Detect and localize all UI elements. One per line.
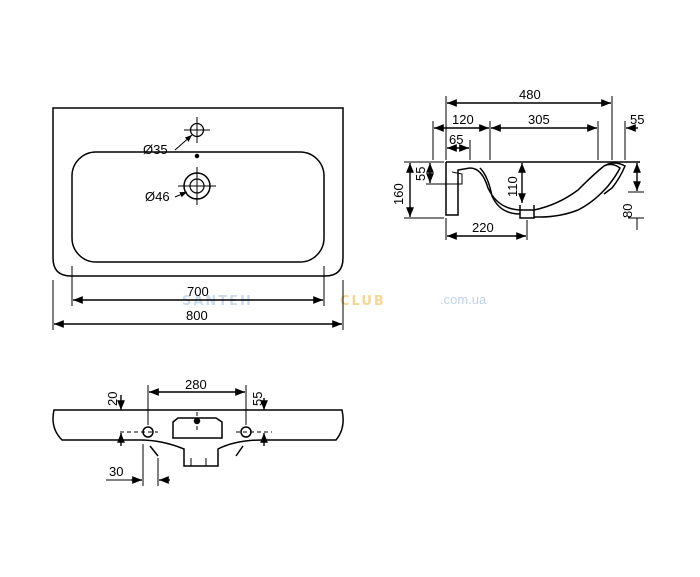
dim-width-inner: 700 [187,284,209,299]
rear-view [52,409,344,467]
basin-bowl [71,151,325,263]
overflow-mark [194,153,200,159]
dim-edge-offset: 30 [109,464,123,479]
side-back-wall [445,162,471,216]
dim-front-height: 80 [620,204,635,218]
dim-mount-spacing: 280 [185,377,207,392]
dim-height-overall: 160 [391,183,406,205]
top-view-centerlines [178,117,216,205]
dim-drain-distance: 220 [472,220,494,235]
side-view [445,161,640,219]
rear-view-centerlines [120,412,272,433]
dim-front-lip: 55 [630,112,644,127]
side-inner-wall [479,167,521,215]
rear-view-dimensions [106,385,268,486]
side-front-lip [603,162,626,195]
dim-rear-offset: 120 [452,112,474,127]
rear-basin-well [172,417,223,439]
dim-back-flange: 65 [449,132,463,147]
watermark-brand-part2: CLUB [340,294,386,309]
dim-width-outer: 800 [186,308,208,323]
side-drain-stub [519,205,535,219]
dim-back-height: 55 [413,167,428,181]
dim-bowl-length: 305 [528,112,550,127]
side-view-dimensions [404,96,644,240]
watermark-domain: .com.ua [440,292,487,307]
drain-hole-label: Ø46 [145,189,170,204]
rear-outline [52,409,344,467]
basin-outline [52,107,344,277]
dim-mount-height-right: 55 [250,392,265,406]
top-view [52,107,344,277]
dim-drain-height: 110 [505,176,520,197]
side-overflow [451,171,463,185]
dim-depth-overall: 480 [519,87,541,102]
side-bowl-profile [469,163,621,218]
hole-leaders [174,134,193,198]
top-view-dimensions [52,266,344,330]
tap-hole-label: Ø35 [143,142,168,157]
dim-mount-height-left: 20 [105,392,120,406]
